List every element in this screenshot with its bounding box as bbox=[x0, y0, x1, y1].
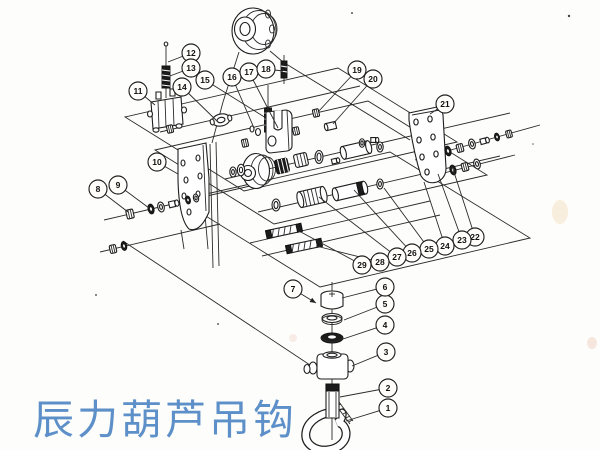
callout-4: 4 bbox=[343, 316, 394, 339]
thrust-washer bbox=[322, 314, 342, 325]
thrust-bearing bbox=[321, 333, 343, 343]
callout-1: 1 bbox=[346, 399, 397, 421]
svg-text:4: 4 bbox=[383, 320, 388, 330]
svg-text:3: 3 bbox=[384, 347, 389, 357]
svg-text:23: 23 bbox=[457, 235, 467, 245]
pawl-spring bbox=[162, 66, 170, 88]
callout-3: 3 bbox=[352, 343, 395, 366]
frame-nuts bbox=[165, 108, 380, 148]
svg-text:22: 22 bbox=[470, 232, 480, 242]
small-ring bbox=[250, 126, 254, 132]
svg-text:11: 11 bbox=[134, 86, 143, 96]
callout-15: 15 bbox=[196, 71, 266, 118]
svg-text:8: 8 bbox=[96, 184, 101, 194]
svg-text:14: 14 bbox=[177, 82, 187, 92]
sleeve-washer bbox=[376, 178, 384, 190]
ratchet-pawl bbox=[209, 112, 233, 129]
svg-text:9: 9 bbox=[116, 180, 121, 190]
svg-text:25: 25 bbox=[424, 244, 434, 254]
callout-17: 17 bbox=[240, 63, 278, 128]
small-ring-2 bbox=[256, 129, 261, 136]
pawl-spring-pin bbox=[164, 42, 168, 98]
svg-text:26: 26 bbox=[407, 248, 417, 258]
svg-text:7: 7 bbox=[291, 284, 296, 294]
svg-text:13: 13 bbox=[186, 63, 196, 73]
callout-21: 21 bbox=[430, 95, 454, 114]
hook-assembly bbox=[304, 282, 354, 450]
callout-12: 12 bbox=[168, 44, 200, 62]
callout-9: 9 bbox=[109, 176, 149, 208]
svg-text:21: 21 bbox=[440, 99, 450, 109]
callout-2: 2 bbox=[340, 379, 397, 397]
svg-text:27: 27 bbox=[392, 252, 402, 262]
hanger-link bbox=[266, 110, 292, 153]
bearing-light bbox=[293, 152, 309, 168]
callout-20: 20 bbox=[333, 70, 382, 124]
svg-text:10: 10 bbox=[152, 157, 162, 167]
callout-25: 25 bbox=[384, 188, 438, 258]
axle-washer bbox=[376, 141, 384, 153]
retaining-ring bbox=[315, 151, 323, 164]
hook-crosshead bbox=[304, 352, 354, 379]
hook-body bbox=[306, 412, 346, 450]
left-side-plate bbox=[178, 143, 209, 230]
svg-text:19: 19 bbox=[352, 65, 362, 75]
threaded-rod-1 bbox=[266, 223, 303, 238]
svg-text:12: 12 bbox=[186, 48, 196, 58]
svg-text:5: 5 bbox=[383, 299, 388, 309]
sheave-washer bbox=[229, 166, 237, 178]
axle-shaft-lower bbox=[331, 181, 369, 202]
load-sheave bbox=[241, 154, 276, 189]
callout-8: 8 bbox=[89, 180, 128, 212]
svg-text:28: 28 bbox=[375, 257, 385, 267]
bearing-dark bbox=[274, 158, 290, 175]
callout-14: 14 bbox=[173, 78, 218, 122]
callout-5: 5 bbox=[344, 295, 394, 320]
sheave-ring bbox=[236, 163, 246, 177]
callout-23: 23 bbox=[438, 174, 471, 249]
callout-18: 18 bbox=[257, 60, 283, 78]
callout-19: 19 bbox=[318, 61, 366, 112]
hook-shank bbox=[326, 384, 339, 418]
ribbed-sleeve bbox=[296, 186, 329, 208]
svg-text:2: 2 bbox=[386, 383, 391, 393]
callout-29: 29 bbox=[299, 231, 371, 274]
callout-11: 11 bbox=[129, 82, 155, 105]
hand-chain-wheel bbox=[232, 8, 277, 54]
callout-6: 6 bbox=[342, 278, 394, 298]
scan-artifacts bbox=[95, 12, 597, 349]
threaded-rod-2 bbox=[286, 238, 323, 253]
svg-text:24: 24 bbox=[440, 241, 450, 251]
watermark-text: 辰力葫芦吊钩 bbox=[33, 397, 297, 443]
svg-text:16: 16 bbox=[227, 72, 237, 82]
ring-lower bbox=[272, 199, 280, 211]
right-side-plate bbox=[409, 107, 446, 183]
svg-text:29: 29 bbox=[357, 260, 367, 270]
svg-text:20: 20 bbox=[368, 74, 378, 84]
svg-text:18: 18 bbox=[261, 64, 271, 74]
fastener-group-right-upper bbox=[443, 129, 514, 158]
callout-28: 28 bbox=[316, 246, 389, 271]
small-bolt bbox=[330, 156, 341, 165]
hook-nut bbox=[321, 291, 343, 309]
svg-text:6: 6 bbox=[383, 282, 388, 292]
svg-text:1: 1 bbox=[386, 403, 391, 413]
svg-text:17: 17 bbox=[244, 67, 254, 77]
callout-13: 13 bbox=[170, 59, 200, 77]
callout-10: 10 bbox=[148, 153, 178, 174]
callout-26: 26 bbox=[354, 190, 421, 262]
svg-text:15: 15 bbox=[200, 75, 210, 85]
callout-7: 7 bbox=[284, 280, 316, 303]
